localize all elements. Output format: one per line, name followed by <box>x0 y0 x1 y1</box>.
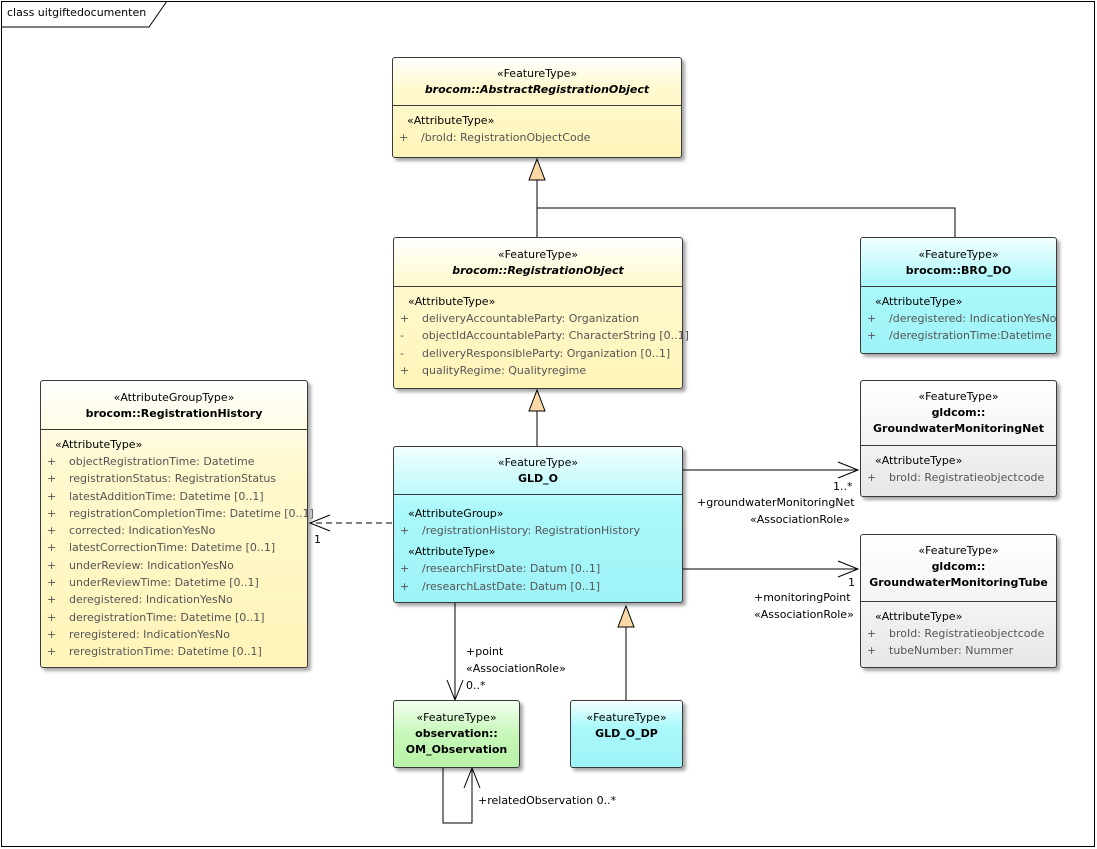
association-related-observation[interactable] <box>442 768 473 824</box>
class-name: GroundwaterMonitoringTube <box>869 576 1048 589</box>
attribute-row[interactable]: +registrationStatus: RegistrationStatus <box>47 472 277 486</box>
class-registration-history[interactable]: «AttributeGroupType» brocom::Registratio… <box>40 380 314 668</box>
tube-role-label: +monitoringPoint <box>754 591 851 604</box>
attribute-row[interactable]: +underReviewTime: Datetime [0..1] <box>47 576 259 590</box>
attribute-row[interactable]: +/researchFirstDate: Datum [0..1] <box>400 562 601 576</box>
section-label: «AttributeType» <box>875 454 963 467</box>
class-name: gldcom:: <box>931 406 986 419</box>
diagram-title[interactable]: class uitgiftedocumenten <box>7 6 147 19</box>
attribute-row[interactable]: +objectRegistrationTime: Datetime <box>47 455 255 468</box>
class-bro-do[interactable]: «FeatureType» brocom::BRO_DO «AttributeT… <box>860 237 1057 354</box>
class-name: gldcom:: <box>931 560 986 573</box>
class-name: observation:: <box>415 727 498 740</box>
stereotype-label: «FeatureType» <box>586 711 667 724</box>
attribute-row[interactable]: -objectIdAccountableParty: CharacterStri… <box>400 329 689 343</box>
attribute-row[interactable]: +corrected: IndicationYesNo <box>47 524 216 538</box>
class-registration-object[interactable]: «FeatureType» brocom::RegistrationObject… <box>393 237 689 389</box>
dependency-arrowhead <box>308 514 331 532</box>
generalization-arrowhead-abstract <box>528 157 546 181</box>
attribute-row[interactable]: +deregistered: IndicationYesNo <box>47 593 233 607</box>
section-label: «AttributeGroup» <box>408 507 504 520</box>
attribute-row[interactable]: +broId: Registratieobjectcode <box>867 471 1045 484</box>
class-groundwater-monitoring-tube[interactable]: «FeatureType» gldcom:: GroundwaterMonito… <box>860 534 1057 668</box>
stereotype-label: «FeatureType» <box>918 248 999 261</box>
section-label: «AttributeType» <box>875 610 963 623</box>
attribute-row[interactable]: +latestCorrectionTime: Datetime [0..1] <box>47 541 276 555</box>
section-label: «AttributeType» <box>407 114 495 127</box>
attribute-row[interactable]: +broId: Registratieobjectcode <box>867 627 1045 640</box>
stereotype-label: «FeatureType» <box>497 456 579 469</box>
class-name: brocom::AbstractRegistrationObject <box>424 83 650 96</box>
class-abstract-registration-object[interactable]: «FeatureType» brocom::AbstractRegistrati… <box>392 57 682 158</box>
class-name: OM_Observation <box>405 743 508 756</box>
net-stereotype-label: «AssociationRole» <box>750 513 850 526</box>
attribute-row[interactable]: +registrationCompletionTime: Datetime [0… <box>47 506 314 520</box>
generalization-arrowhead-gld-o <box>617 604 635 628</box>
class-name: brocom::RegistrationObject <box>452 264 624 277</box>
association-arrowhead-tube <box>837 560 860 578</box>
point-multiplicity-label: 0..* <box>466 679 486 692</box>
class-name: brocom::BRO_DO <box>905 264 1012 277</box>
point-role-label: +point <box>466 645 504 658</box>
net-multiplicity-label: 1..* <box>833 480 853 493</box>
association-arrowhead-net <box>837 461 860 479</box>
stereotype-label: «AttributeGroupType» <box>113 391 235 404</box>
class-om-observation[interactable]: «FeatureType» observation:: OM_Observati… <box>393 700 520 768</box>
section-label: «AttributeType» <box>875 295 963 308</box>
association-arrowhead-related <box>463 766 481 789</box>
attribute-row[interactable]: +underReview: IndicationYesNo <box>47 558 234 572</box>
attribute-row[interactable]: +/deregistrationTime:Datetime <box>867 329 1052 343</box>
stereotype-label: «FeatureType» <box>497 248 579 261</box>
stereotype-label: «FeatureType» <box>918 544 999 557</box>
history-multiplicity-label: 1 <box>314 533 321 546</box>
stereotype-label: «FeatureType» <box>918 390 999 403</box>
attribute-row[interactable]: +reregistered: IndicationYesNo <box>47 627 231 641</box>
attribute-row[interactable]: +/broId: RegistrationObjectCode <box>399 131 591 144</box>
tube-multiplicity-label: 1 <box>848 576 855 589</box>
net-role-label: +groundwaterMonitoringNet <box>697 496 855 509</box>
attribute-row[interactable]: +/deregistered: IndicationYesNo <box>867 312 1057 325</box>
generalization-arrowhead-registration-object <box>528 388 546 412</box>
section-label: «AttributeType» <box>408 295 496 308</box>
related-observation-label: +relatedObservation 0..* <box>478 794 617 807</box>
diagram-frame-tab <box>1 0 168 28</box>
class-name: GLD_O_DP <box>595 727 658 740</box>
class-gld-o[interactable]: «FeatureType» GLD_O «AttributeGroup» +/r… <box>393 446 683 603</box>
attribute-row[interactable]: +latestAdditionTime: Datetime [0..1] <box>47 489 264 503</box>
class-name: GroundwaterMonitoringNet <box>872 422 1045 435</box>
class-name: GLD_O <box>517 472 559 485</box>
attribute-row[interactable]: +reregistrationTime: Datetime [0..1] <box>47 645 262 659</box>
attribute-row[interactable]: +/registrationHistory: RegistrationHisto… <box>400 524 641 537</box>
attribute-row[interactable]: +tubeNumber: Nummer <box>867 644 1014 658</box>
attribute-row[interactable]: +deliveryAccountableParty: Organization <box>400 312 640 325</box>
stereotype-label: «FeatureType» <box>496 67 578 80</box>
tube-stereotype-label: «AssociationRole» <box>754 608 854 621</box>
section-label: «AttributeType» <box>55 438 143 451</box>
class-gld-o-dp[interactable]: «FeatureType» GLD_O_DP <box>570 700 683 768</box>
attribute-row[interactable]: +deregistrationTime: Datetime [0..1] <box>47 610 265 624</box>
class-groundwater-monitoring-net[interactable]: «FeatureType» gldcom:: GroundwaterMonito… <box>860 380 1057 497</box>
class-name: brocom::RegistrationHistory <box>85 407 263 420</box>
attribute-row[interactable]: -deliveryResponsibleParty: Organization … <box>400 346 671 360</box>
stereotype-label: «FeatureType» <box>416 711 497 724</box>
attribute-row[interactable]: +qualityRegime: Qualityregime <box>400 363 587 377</box>
attribute-row[interactable]: +/researchLastDate: Datum [0..1] <box>400 579 600 593</box>
section-label: «AttributeType» <box>408 545 496 559</box>
point-stereotype-label: «AssociationRole» <box>466 662 566 675</box>
generalization-bro-do[interactable] <box>537 207 956 237</box>
